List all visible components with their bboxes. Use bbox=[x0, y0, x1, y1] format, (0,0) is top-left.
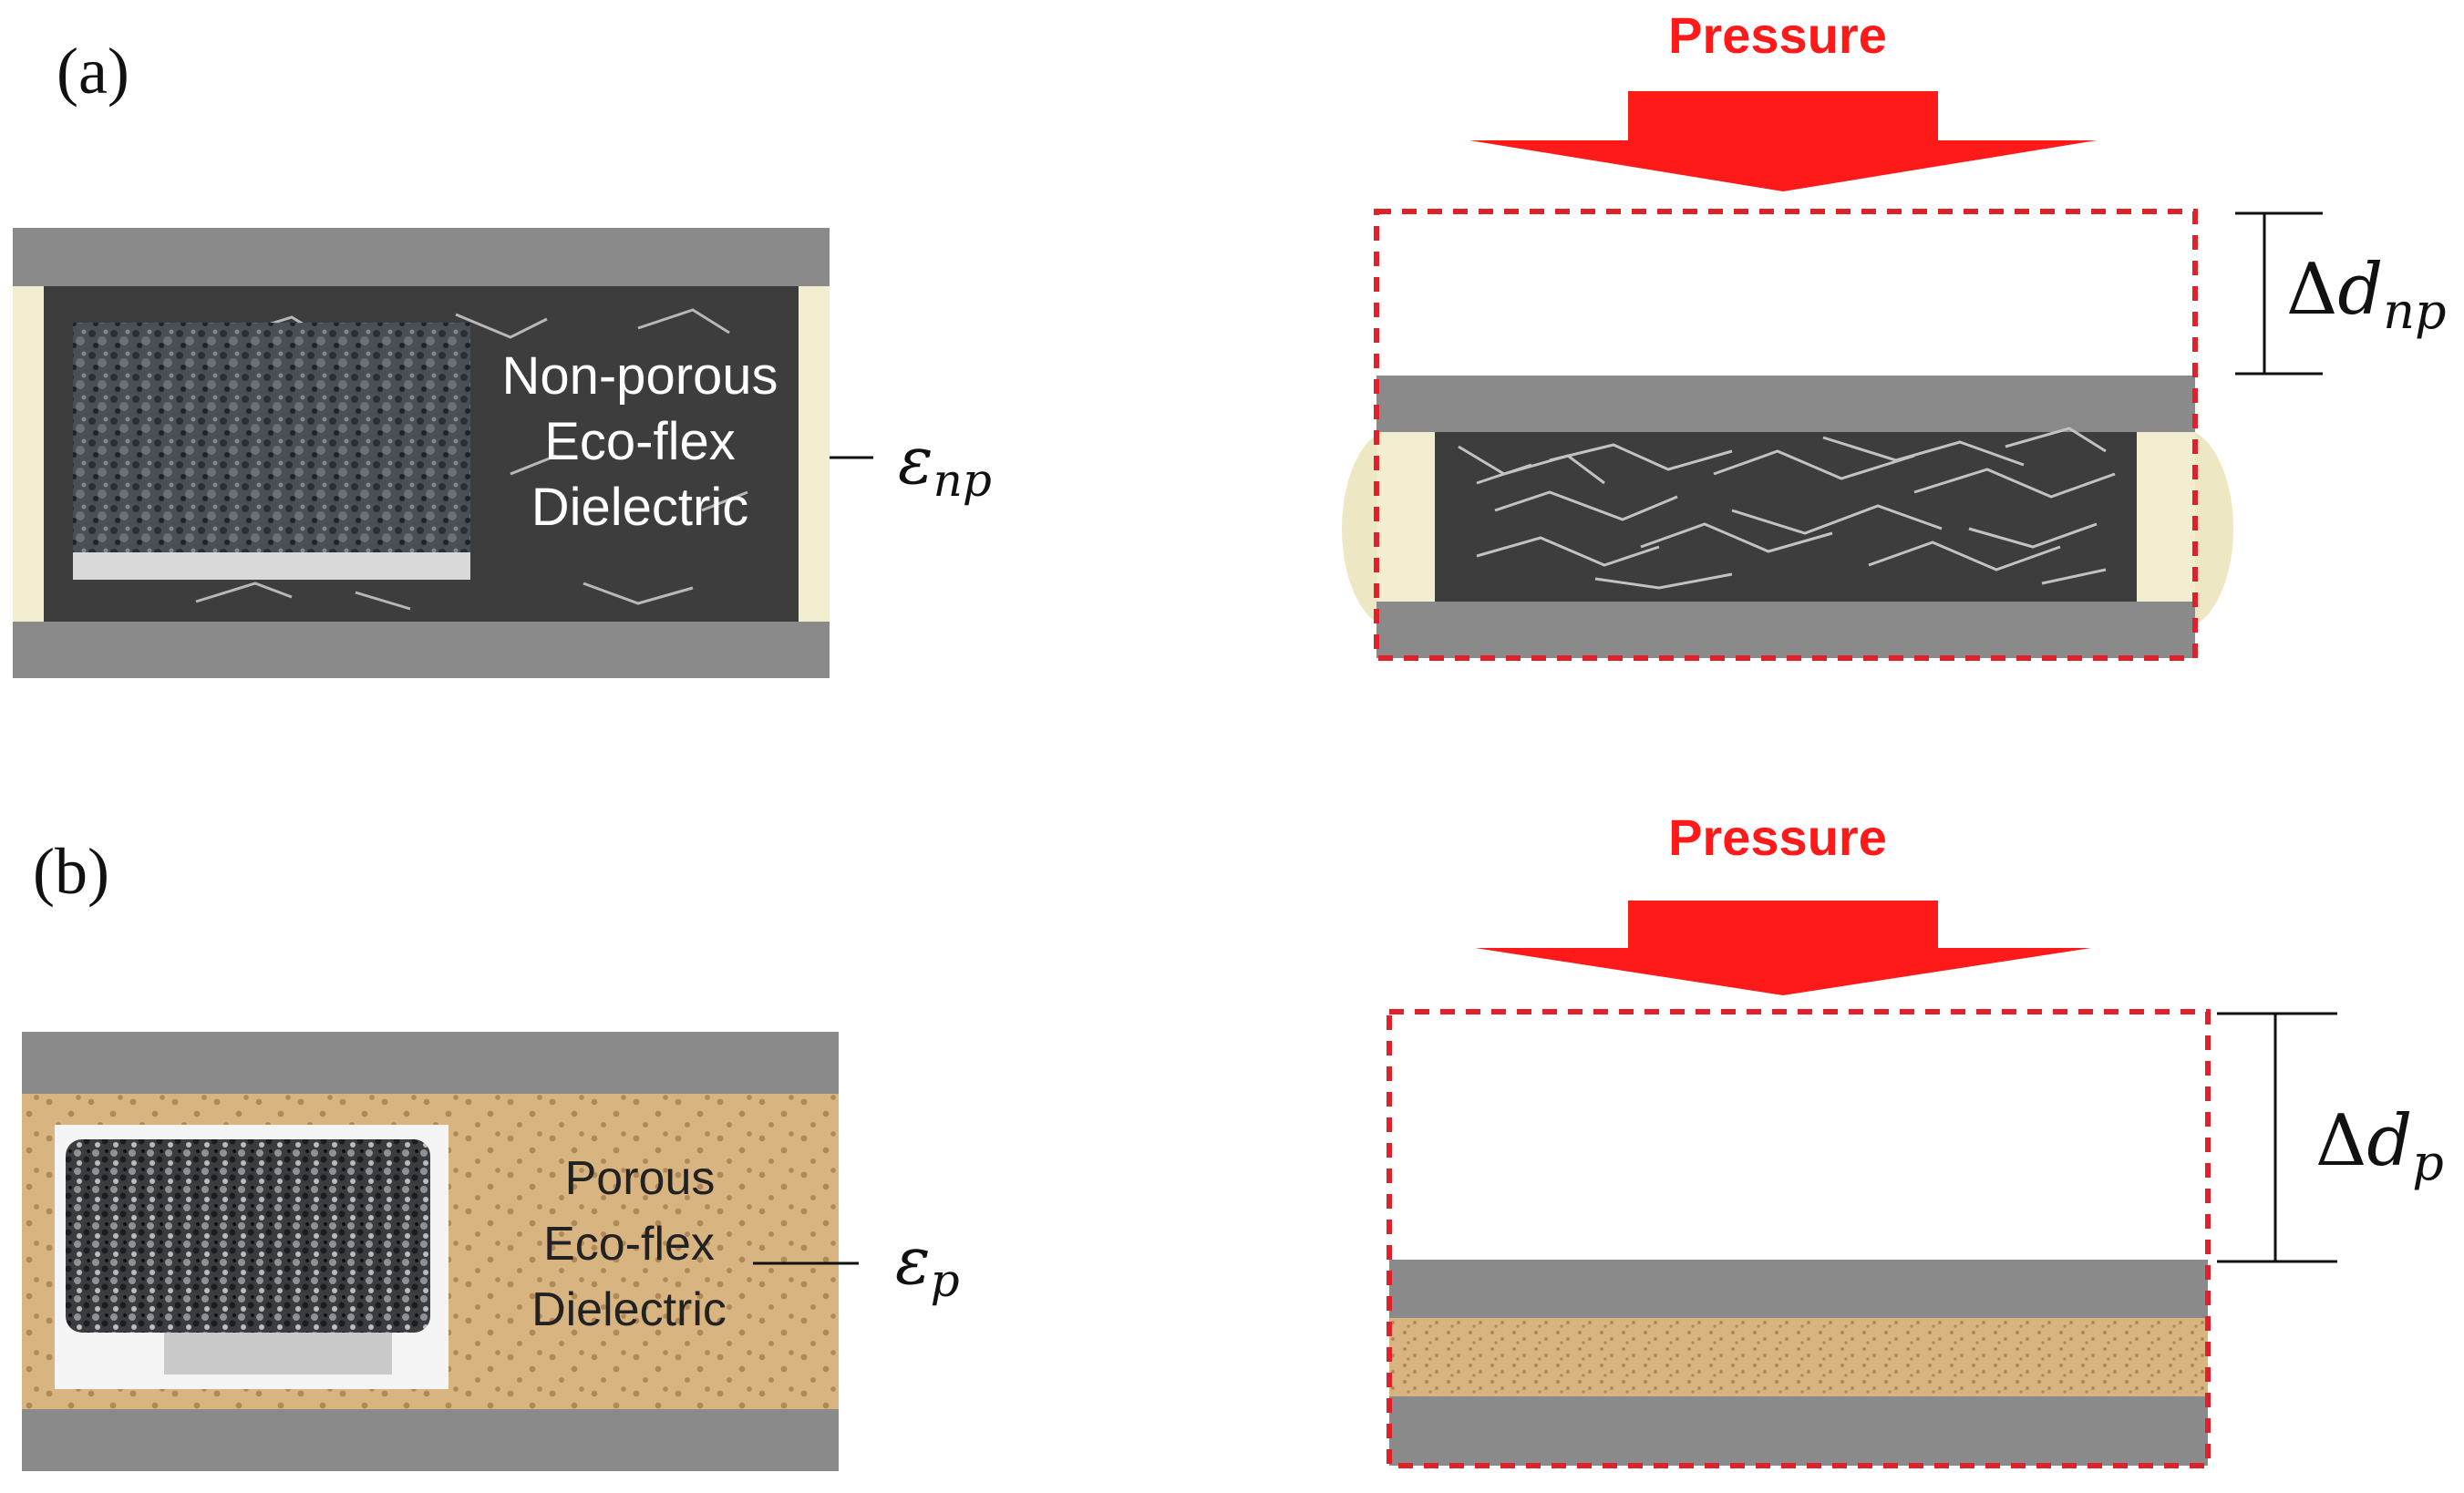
material-label-b-line2: Eco-flex bbox=[543, 1218, 715, 1271]
down-arrow-icon bbox=[1469, 91, 2097, 191]
nonporous-sample-photo bbox=[73, 323, 470, 580]
photo-base-b bbox=[164, 1333, 392, 1375]
panel-b-right: Pressure Δdp bbox=[1387, 808, 2444, 1468]
spacer-right-a bbox=[799, 286, 830, 622]
pressure-label-a: Pressure bbox=[1668, 6, 1887, 64]
bottom-electrode-compressed-a bbox=[1376, 602, 2195, 658]
compressed-nonporous-layer bbox=[1435, 432, 2137, 602]
porous-sample-photo bbox=[66, 1139, 430, 1333]
top-electrode-b bbox=[22, 1032, 839, 1094]
photo-base-a bbox=[73, 552, 470, 580]
material-label-b-line1: Porous bbox=[565, 1152, 716, 1205]
displacement-symbol-b: Δdp bbox=[2315, 1100, 2444, 1191]
original-thickness-dashed-box-a bbox=[1374, 209, 2198, 661]
bottom-electrode-compressed-b bbox=[1389, 1396, 2208, 1466]
pressure-label-b: Pressure bbox=[1668, 808, 1887, 866]
fiber-network-compressed-a bbox=[1458, 427, 2116, 590]
material-label-b-line3: Dielectric bbox=[531, 1283, 727, 1336]
top-electrode-a bbox=[13, 228, 830, 286]
spacer-compressed-right-a bbox=[2137, 432, 2195, 602]
material-label-a-line3: Dielectric bbox=[531, 478, 749, 537]
panel-a-right: Pressure Δdnp bbox=[1342, 6, 2447, 661]
permittivity-symbol-a: εnp bbox=[898, 422, 992, 507]
bottom-electrode-a bbox=[13, 622, 830, 678]
material-label-a-line1: Non-porous bbox=[501, 346, 778, 406]
displacement-symbol-a: Δdnp bbox=[2286, 249, 2447, 340]
top-electrode-compressed-a bbox=[1376, 376, 2195, 432]
pore-dots-compressed-b bbox=[1389, 1318, 2208, 1396]
panel-a-left: (a) Non-porous Eco-flex Dielectric εnp bbox=[13, 35, 992, 678]
panel-a-label: (a) bbox=[57, 35, 129, 108]
top-electrode-compressed-b bbox=[1389, 1260, 2208, 1318]
spacer-left-a bbox=[13, 286, 44, 622]
original-thickness-dashed-box-b bbox=[1387, 1009, 2211, 1468]
panel-b-label: (b) bbox=[33, 835, 109, 908]
spacer-compressed-left-a bbox=[1376, 432, 1435, 602]
down-arrow-icon bbox=[1475, 901, 2091, 995]
permittivity-symbol-b: εp bbox=[895, 1222, 960, 1307]
panel-b-left: (b) Porous Eco-flex Dielectric εp bbox=[22, 835, 960, 1471]
material-label-a-line2: Eco-flex bbox=[544, 412, 736, 471]
bottom-electrode-b bbox=[22, 1409, 839, 1471]
